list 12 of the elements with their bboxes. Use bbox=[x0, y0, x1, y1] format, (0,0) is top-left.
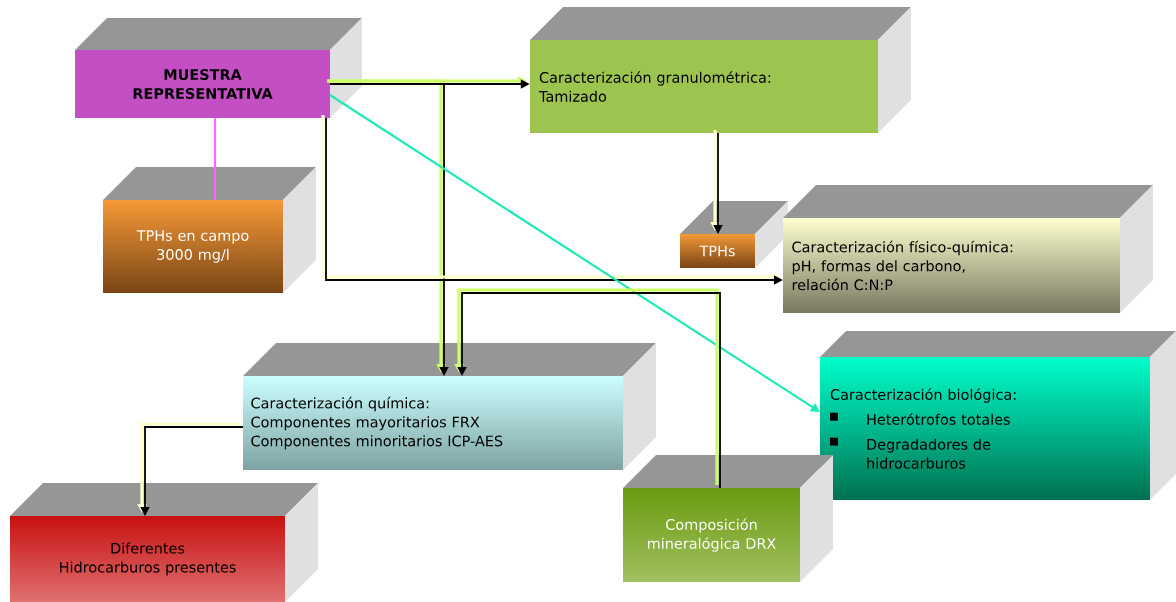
block-box: TPHs en campo 3000 mg/l bbox=[103, 167, 316, 293]
block-box: Caracterización físico-química: pH, formas del carbono, relación C:N:P bbox=[783, 185, 1153, 313]
block-box: Caracterización química: Componentes mayoritarios FRX Componentes minoritarios ICP-AES bbox=[243, 343, 656, 470]
block-box: Caracterización biológica: Heterótrofos totales Degradadores de hidrocarburos bbox=[820, 331, 1176, 500]
block-box: Composición mineralógica DRX bbox=[623, 455, 833, 582]
block-box: Diferentes Hidrocarburos presentes bbox=[10, 483, 318, 602]
node-label: TPHs bbox=[699, 245, 735, 257]
arrow bbox=[329, 94, 820, 412]
block-box: TPHs bbox=[680, 201, 788, 268]
block-box: MUESTRA REPRESENTATIVA bbox=[75, 18, 362, 118]
block-box: Caracterización granulométrica: Tamizado bbox=[530, 7, 911, 133]
arrow bbox=[454, 288, 721, 489]
